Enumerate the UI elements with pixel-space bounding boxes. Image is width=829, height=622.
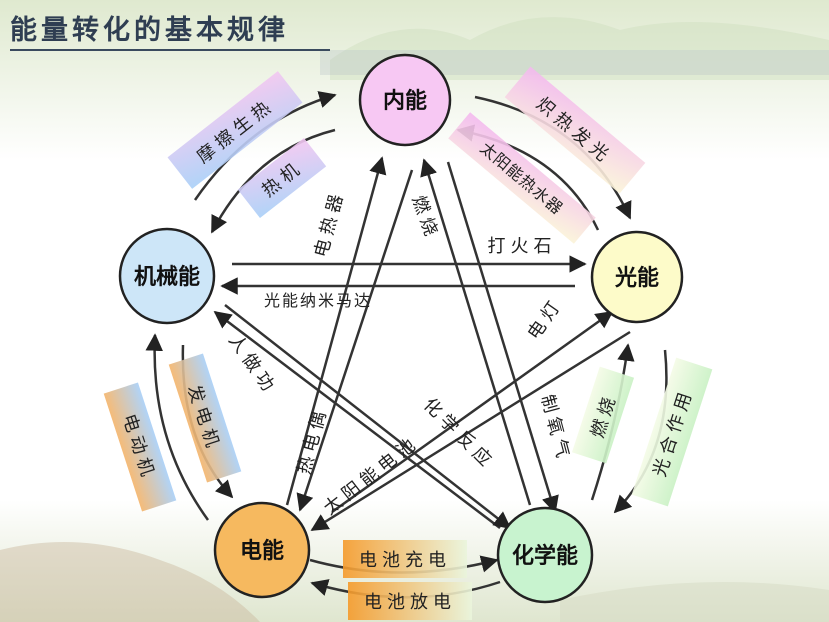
svg-text:内能: 内能: [383, 88, 427, 114]
arrow-heat-engine: [210, 128, 336, 234]
arrow-chemical-reaction: [224, 304, 512, 530]
svg-text:机械能: 机械能: [134, 264, 200, 290]
label-electric-lamp: 电灯: [524, 294, 568, 344]
arrow-thermocouple: [296, 169, 414, 512]
node-internal-energy: 内能: [358, 53, 452, 147]
arrow-oxygen-production: [446, 161, 559, 514]
svg-text:电能: 电能: [240, 538, 284, 564]
label-battery-charge: 电池充电: [359, 550, 451, 571]
node-light-energy: 光能: [590, 230, 684, 324]
node-chemical-energy: 化学能: [496, 506, 594, 604]
node-mechanical-energy: 机械能: [118, 227, 216, 325]
node-electric-energy: 电能: [213, 501, 311, 599]
label-solar-cell: 太阳能电池: [320, 432, 424, 519]
arrow-solar-cell: [310, 330, 631, 532]
label-battery-discharge: 电池放电: [364, 592, 456, 613]
svg-text:化学能: 化学能: [512, 543, 578, 569]
arrow-electric-heater: [285, 156, 387, 506]
arrow-human-work: [213, 310, 501, 529]
label-oxygen-production: 制氧气: [536, 393, 574, 465]
svg-text:光能: 光能: [614, 265, 659, 291]
label-flint: 打火石: [488, 236, 557, 257]
arrow-combustion-internal: [420, 158, 532, 506]
slide-title: 能量转化的基本规律: [10, 8, 330, 51]
label-chemical-reaction: 化学反应: [419, 394, 499, 474]
arrow-electric-motor: [145, 333, 210, 521]
label-light-nanomotor: 光能纳米马达: [264, 291, 372, 310]
arrow-electric-lamp: [331, 310, 614, 514]
label-thermocouple: 热电偶: [294, 405, 332, 477]
label-electric-heater: 电热器: [311, 188, 349, 260]
